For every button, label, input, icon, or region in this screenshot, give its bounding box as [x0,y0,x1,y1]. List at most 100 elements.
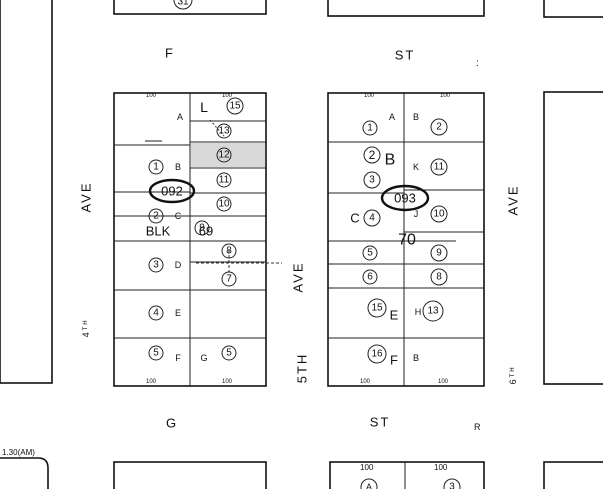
lot-letter: B [413,353,419,363]
lot-letter: B [385,152,396,169]
lot-circle [443,478,461,494]
street-label-g: G [166,416,178,431]
easement-line [209,119,225,137]
lot-circle [362,120,378,136]
lot-circle [148,159,164,175]
frontage-label: 100 [440,93,451,99]
block-number: 69 [199,224,213,239]
block-west-edge [0,0,53,384]
lot-circle [360,478,378,494]
lot-number: 9 [199,223,205,234]
lot-number: 3 [369,175,375,186]
lot-number: 2 [369,148,376,162]
block-69: 100 100 100 100 L 15 13 12 11 10 9 8 7 5… [113,92,282,387]
lot-circle [430,118,448,136]
lot-circle [216,172,232,188]
block-outline [329,461,485,494]
lot-letter: C [175,211,182,221]
lot-circle [148,305,164,321]
lot-letter: A [177,112,183,122]
lot-number: 2 [436,122,442,133]
lot-circle [363,146,381,164]
lot-circle [216,123,232,139]
lot-letter: F [390,353,398,368]
block-outline [113,461,267,494]
street-label-4th: 4ᵀᴴ [81,319,91,338]
lot-number: 6 [367,272,373,283]
frontage-label: 100 [222,379,233,385]
block-east-edge [543,91,603,385]
lot-letter: B [175,162,181,172]
frontage-label: 100 [146,93,157,99]
lot-circle [363,171,381,189]
lot-number: 31 [177,0,189,8]
lot-circle [216,147,232,163]
bottom-blocks: 100 100 A 3 1.30(AM) [0,448,603,494]
lot-number: 5 [226,348,232,359]
street-label-f: F [165,46,175,61]
lot-circle [148,208,164,224]
block-outline [327,92,485,387]
lot-number: 4 [369,213,375,224]
lot-circle [430,244,448,262]
lot-circle [430,158,448,176]
lot-circle [221,271,237,287]
block-number: 70 [398,232,416,249]
lot-number: 15 [371,303,383,314]
lot-letter: A [366,482,372,489]
lot-letter: L [200,99,208,115]
block-label: BLK [146,224,171,239]
lot-letter: C [350,211,359,226]
lot-letter: H [415,307,422,317]
lot-circle [148,345,164,361]
street-label-6th: 6ᵀᴴ [508,366,518,385]
lot-highlight [191,143,265,167]
parcel-id-oval [148,178,196,204]
parcel-id: 092 [161,184,183,199]
street-label-st-top: ST [395,48,416,63]
block-70: 100 100 100 100 1 A 2 B 3 4 C 5 6 15 E 1… [327,92,485,387]
lot-circle [422,300,444,322]
lot-circle [362,269,378,285]
lot-circle [173,0,193,10]
block-top-right [543,0,603,18]
lot-number: 8 [436,272,442,283]
block-outline [543,461,603,494]
lot-letter: K [413,162,419,172]
frontage-label: 100 [222,93,233,99]
lot-number: 10 [218,199,230,210]
lot-number: 13 [427,306,439,317]
lot-number: 10 [433,209,445,220]
street-label-st-bottom: ST [370,415,391,430]
lot-letter: F [175,353,181,363]
lot-circle [430,268,448,286]
lot-number: 11 [219,175,230,186]
lot-number: 16 [371,349,383,360]
lot-circle [226,97,244,115]
lot-number: 3 [449,482,455,490]
lot-circle [216,196,232,212]
lot-circle [362,245,378,261]
frontage-label: 100 [146,379,157,385]
lot-number: 13 [218,126,230,137]
frontage-label: 100 [438,379,449,385]
lot-circle [367,344,387,364]
lot-number: 12 [218,150,230,161]
lot-number: 1 [367,123,373,134]
lot-letter: A [389,112,395,122]
lot-number: 2 [153,211,159,222]
lot-number: 5 [153,348,159,359]
lot-number: 1 [153,162,159,173]
lot-letter: G [200,353,207,363]
frontage-label: 100 [360,463,374,472]
lot-letter: B [413,112,419,122]
frontage-label: 100 [364,93,375,99]
lot-number: 7 [226,274,232,285]
parcel-id: 093 [394,191,416,206]
frontage-label: 100 [434,463,448,472]
lot-number: 9 [436,248,442,259]
map-mark: : [476,58,479,69]
street-label-ave-right: AVE [506,184,521,215]
